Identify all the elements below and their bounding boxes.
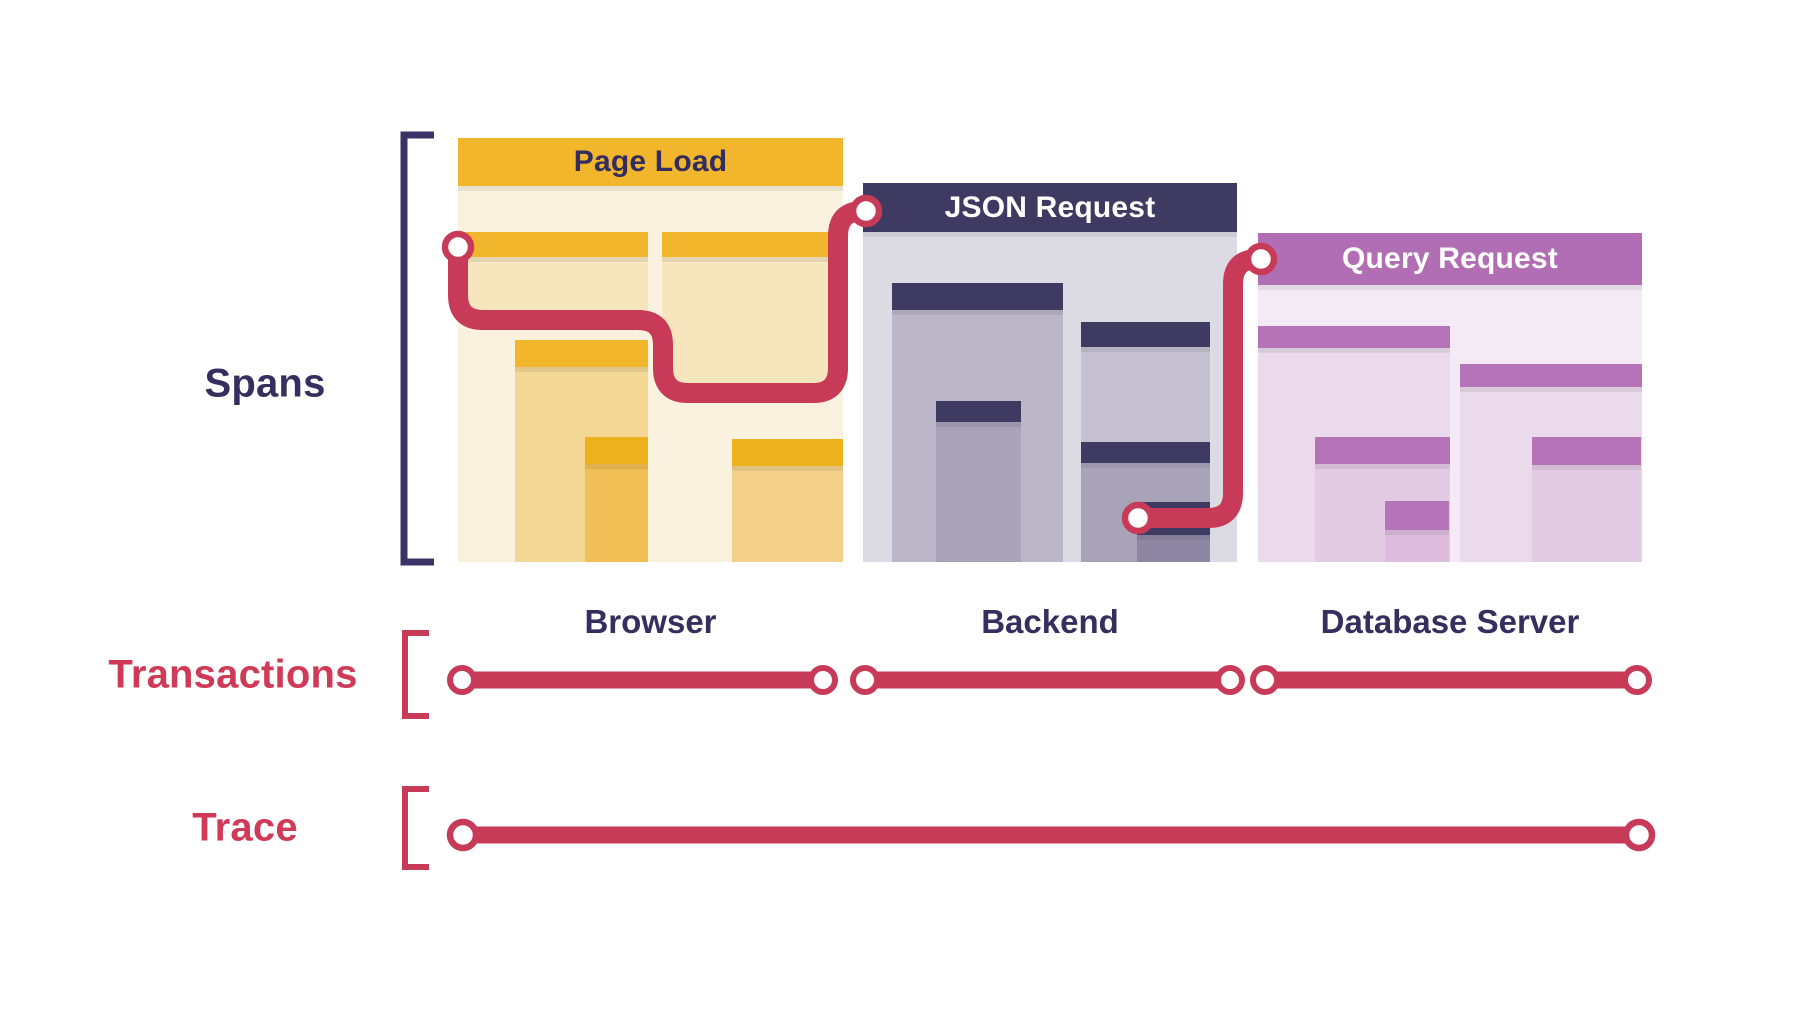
span-block-header <box>1532 437 1641 465</box>
span-block-header <box>892 283 1063 310</box>
transaction-endpoint <box>447 665 477 695</box>
panel-caption-database-server: Database Server <box>1320 603 1580 640</box>
span-block-header <box>1385 501 1449 530</box>
span-block-header <box>1081 442 1210 463</box>
span-block-body <box>585 464 648 562</box>
span-block-header <box>1258 326 1450 348</box>
transaction-endpoint <box>808 665 838 695</box>
trace-endpoint <box>1622 818 1656 852</box>
span-block-body <box>662 257 843 390</box>
span-block-body <box>1385 530 1449 562</box>
span-block-header <box>936 401 1021 422</box>
transaction-endpoint <box>1622 665 1652 695</box>
span-block-header <box>732 439 843 466</box>
span-block-header <box>1137 502 1210 535</box>
bracket <box>400 131 434 566</box>
span-block-body <box>936 422 1021 562</box>
panel-caption-backend: Backend <box>981 603 1119 640</box>
panel-query-request-header: Query Request <box>1258 233 1642 285</box>
span-block-body <box>1532 465 1641 562</box>
span-block-body <box>732 466 843 562</box>
span-block-header <box>1081 322 1210 347</box>
panel-caption-browser: Browser <box>584 603 717 640</box>
span-block-header <box>1460 364 1642 387</box>
span-block-body <box>458 257 648 319</box>
span-block-body <box>1137 535 1210 562</box>
panel-json-request-header: JSON Request <box>863 183 1237 232</box>
transactions-label: Transactions <box>108 652 358 697</box>
transaction-endpoint <box>1250 665 1280 695</box>
span-block-header <box>585 437 648 464</box>
bracket <box>402 786 429 870</box>
panel-page-load-header: Page Load <box>458 138 843 186</box>
span-block-header <box>515 340 648 367</box>
span-block-header <box>662 232 843 257</box>
spans-label: Spans <box>204 361 326 406</box>
transaction-endpoint <box>1215 665 1245 695</box>
span-block-header <box>1315 437 1450 464</box>
bracket <box>402 630 429 719</box>
trace-label: Trace <box>192 805 298 850</box>
trace-endpoint <box>446 818 480 852</box>
transaction-endpoint <box>850 665 880 695</box>
span-block-header <box>458 232 648 257</box>
